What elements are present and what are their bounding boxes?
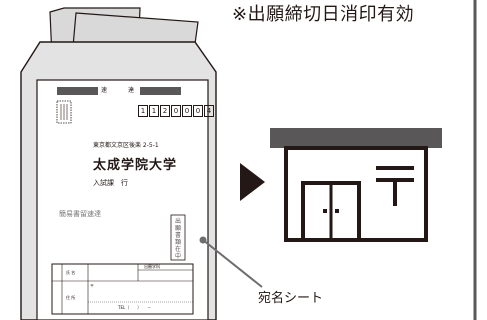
postal-digit: 2 bbox=[160, 105, 170, 117]
sender-form bbox=[51, 263, 194, 315]
recipient-address: 東京都文京区後楽 2-5-1 bbox=[93, 142, 159, 149]
postal-digit: 0 bbox=[171, 105, 181, 117]
play-arrow-icon bbox=[240, 163, 265, 201]
postal-digit: 1 bbox=[149, 105, 159, 117]
form-postal-mark: 〒 bbox=[90, 283, 94, 288]
door-handle-left bbox=[323, 209, 327, 213]
express-mark-2: 達 bbox=[128, 87, 135, 94]
postal-digit: 0 bbox=[193, 105, 203, 117]
postal-digit: 4 bbox=[204, 105, 214, 117]
express-mark-1: 速 bbox=[101, 87, 108, 94]
address-sheet-callout-label: 宛名シート bbox=[258, 291, 324, 306]
postal-mark-icon bbox=[376, 166, 414, 206]
callout-leader-line bbox=[202, 239, 263, 288]
post-office-roof bbox=[270, 128, 442, 148]
form-tel-label: TEL（ ） － bbox=[118, 305, 152, 310]
postal-digit: 0 bbox=[182, 105, 192, 117]
post-office-icon bbox=[270, 128, 442, 242]
stamp-box bbox=[56, 100, 72, 124]
documents-enclosed-frame bbox=[170, 214, 186, 261]
form-name-label: 氏 名 bbox=[66, 270, 76, 275]
registered-express-label: 簡易書留速達 bbox=[59, 210, 101, 218]
form-exam-label: 出願学科 bbox=[144, 264, 160, 269]
recipient-university: 太成学院大学 bbox=[93, 158, 178, 173]
recipient-department: 入試課 行 bbox=[93, 179, 128, 187]
express-bar-left bbox=[57, 87, 98, 95]
deadline-notice: ※出願締切日消印有効 bbox=[232, 4, 415, 25]
postal-digit: 1 bbox=[138, 105, 148, 117]
express-bar-right bbox=[140, 87, 181, 95]
postal-code-boxes: 1 1 2 0 0 0 4 bbox=[138, 105, 214, 117]
documents-enclosed-label: 出願書類在中 bbox=[174, 218, 181, 260]
form-address-label: 住 所 bbox=[66, 295, 76, 300]
door-handle-right bbox=[335, 209, 339, 213]
